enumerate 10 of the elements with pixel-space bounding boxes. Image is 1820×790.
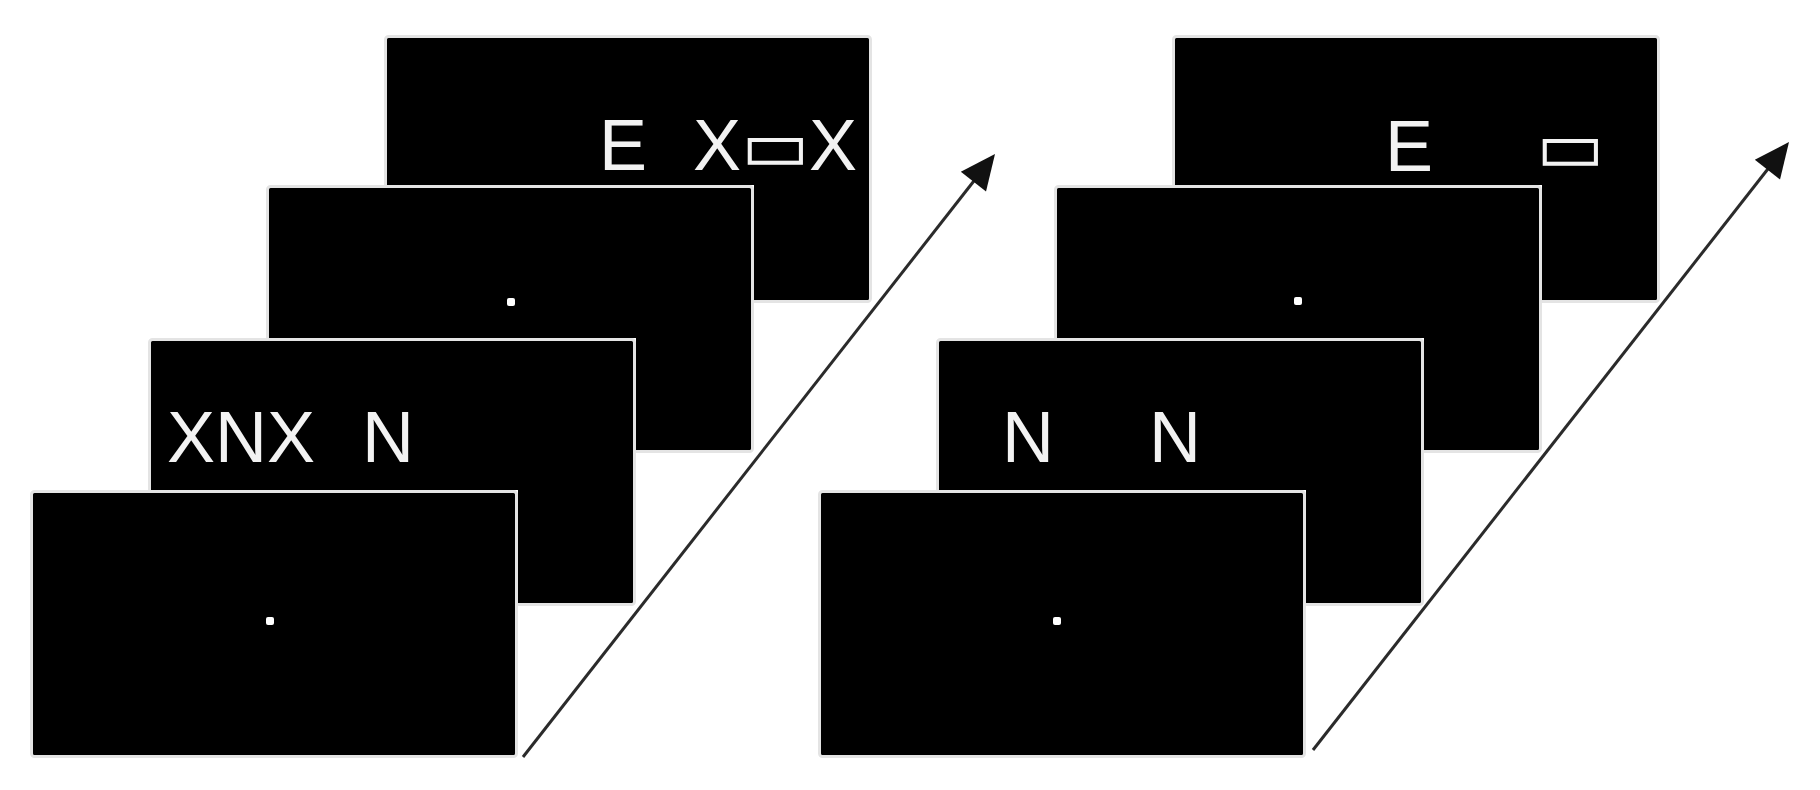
stimulus-letters: XNX — [167, 409, 316, 467]
stimulus-letters: X▭X — [693, 117, 858, 175]
stimulus-letters: N — [1002, 409, 1054, 467]
stimulus-letters: E — [599, 117, 648, 175]
stimulus-letters: ▭ — [1536, 118, 1605, 176]
display-screen — [30, 490, 518, 758]
stimulus-letters: N — [362, 409, 414, 467]
stimulus-letters: N — [1149, 409, 1201, 467]
stimulus-letters: E — [1385, 118, 1434, 176]
display-screen — [818, 490, 1306, 758]
